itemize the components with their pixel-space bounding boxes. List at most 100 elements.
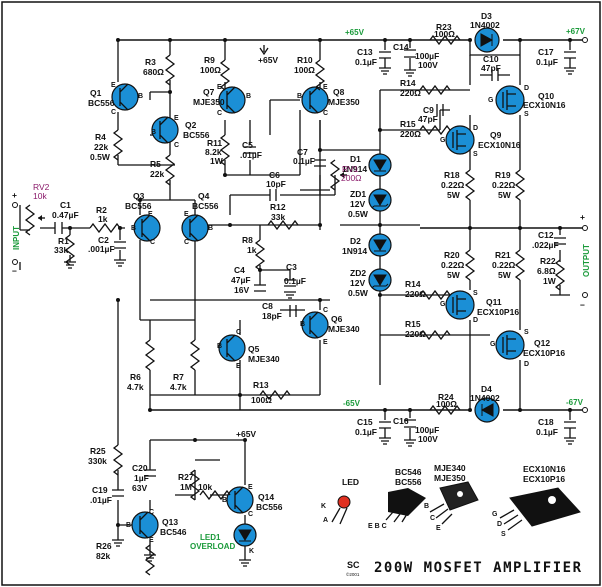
svg-text:220Ω: 220Ω (405, 289, 426, 299)
svg-text:D1: D1 (350, 154, 361, 164)
svg-text:680Ω: 680Ω (143, 67, 164, 77)
svg-text:ECX10P16: ECX10P16 (523, 474, 565, 484)
input-plus-label: + (12, 190, 17, 200)
svg-text:C12: C12 (538, 230, 554, 240)
svg-text:220Ω: 220Ω (400, 88, 421, 98)
q6-ref: Q6 (331, 314, 343, 324)
svg-text:.022µF: .022µF (532, 240, 559, 250)
svg-text:B: B (222, 497, 227, 504)
svg-text:12V: 12V (350, 278, 365, 288)
svg-text:D: D (473, 317, 478, 324)
to92-package-icon (388, 488, 426, 516)
svg-text:1k: 1k (98, 214, 108, 224)
q5-ref: Q5 (248, 344, 260, 354)
q10-ref: Q10 (538, 91, 554, 101)
svg-text:B: B (151, 129, 156, 136)
output-label: OUTPUT (582, 244, 591, 277)
svg-text:B: B (246, 93, 251, 100)
pin-labels: EBC BEC BEC BEC EBC EBC BCE BCE GDS GDS … (111, 82, 529, 555)
svg-text:R9: R9 (204, 55, 215, 65)
svg-text:S: S (524, 329, 529, 336)
svg-text:R21: R21 (495, 250, 511, 260)
svg-text:G: G (440, 137, 446, 144)
svg-text:C: C (323, 110, 328, 117)
svg-text:B: B (424, 503, 429, 510)
q14-ref: Q14 (258, 492, 274, 502)
svg-text:D: D (524, 85, 529, 92)
svg-text:0.5W: 0.5W (348, 209, 369, 219)
svg-text:100V: 100V (418, 434, 438, 444)
svg-text:R10: R10 (297, 55, 313, 65)
svg-text:100µF: 100µF (415, 51, 439, 61)
svg-text:0.47µF: 0.47µF (52, 210, 79, 220)
svg-text:100Ω: 100Ω (251, 395, 272, 405)
svg-text:D: D (497, 521, 502, 528)
svg-text:R15: R15 (405, 319, 421, 329)
svg-text:MJE350: MJE350 (434, 473, 466, 483)
transistor-labels: Q1 BC556 Q2 BC556 Q3 BC556 Q4 BC556 Q7 M… (88, 87, 566, 537)
q14-body (226, 486, 254, 514)
transistor-bodies (111, 83, 525, 539)
q5-body (218, 334, 246, 362)
svg-text:R23: R23 (436, 22, 452, 32)
svg-text:B: B (131, 225, 136, 232)
q13-body (131, 511, 159, 539)
q5-type: MJE340 (248, 354, 280, 364)
svg-text:C15: C15 (357, 417, 373, 427)
q12-ref: Q12 (534, 338, 550, 348)
svg-text:1N914: 1N914 (342, 246, 367, 256)
svg-text:22k: 22k (94, 142, 108, 152)
svg-text:6.8Ω: 6.8Ω (537, 266, 556, 276)
svg-text:C9: C9 (423, 105, 434, 115)
terminals (12, 37, 588, 413)
q6-body (301, 311, 329, 339)
to3p-package-icon (509, 487, 581, 527)
svg-text:12V: 12V (350, 199, 365, 209)
svg-text:E: E (149, 537, 154, 544)
q1-type: BC556 (88, 98, 115, 108)
svg-text:0.1µF: 0.1µF (536, 57, 558, 67)
q7-ref: Q7 (203, 87, 215, 97)
svg-text:R20: R20 (444, 250, 460, 260)
svg-text:E: E (217, 84, 222, 91)
svg-text:100Ω: 100Ω (436, 399, 457, 409)
q2-ref: Q2 (185, 120, 197, 130)
q10-body (495, 85, 525, 115)
q7-body (218, 86, 246, 114)
package-legend: LED K A BC546 BC556 E B C MJE340 MJE350 … (321, 463, 581, 538)
svg-text:1µF: 1µF (134, 473, 149, 483)
svg-text:R24: R24 (438, 392, 454, 402)
svg-text:E B C: E B C (368, 523, 387, 530)
svg-text:100Ω: 100Ω (434, 29, 455, 39)
svg-text:RV1: RV1 (342, 164, 359, 174)
q8-type: MJE350 (328, 97, 360, 107)
rail-pos65-node-label: +65V (258, 55, 278, 65)
rail-labels: +65V +67V -65V -67V +65V +65V (236, 27, 586, 439)
svg-text:R11: R11 (207, 138, 222, 148)
svg-text:0.1µF: 0.1µF (293, 156, 315, 166)
output-minus-label: − (580, 300, 585, 310)
svg-text:47pF: 47pF (418, 114, 438, 124)
q4-body (181, 214, 209, 242)
svg-text:G: G (488, 97, 494, 104)
output-plus-label: + (580, 212, 585, 222)
q10-type: ECX10N16 (523, 100, 566, 110)
svg-text:33k: 33k (271, 212, 285, 222)
svg-text:22k: 22k (150, 169, 164, 179)
svg-text:4.7k: 4.7k (170, 382, 187, 392)
svg-text:R14: R14 (400, 78, 416, 88)
q9-body (445, 125, 475, 155)
input-label: INPUT (12, 226, 21, 250)
svg-text:0.5W: 0.5W (90, 152, 111, 162)
svg-text:C2: C2 (98, 235, 109, 245)
svg-text:C16: C16 (393, 416, 409, 426)
svg-text:G: G (492, 511, 498, 518)
svg-text:C10: C10 (483, 54, 499, 64)
svg-text:C19: C19 (92, 485, 108, 495)
svg-text:200Ω: 200Ω (341, 173, 362, 183)
svg-text:5W: 5W (498, 270, 512, 280)
svg-text:0.1µF: 0.1µF (284, 276, 306, 286)
svg-text:D4: D4 (481, 384, 492, 394)
